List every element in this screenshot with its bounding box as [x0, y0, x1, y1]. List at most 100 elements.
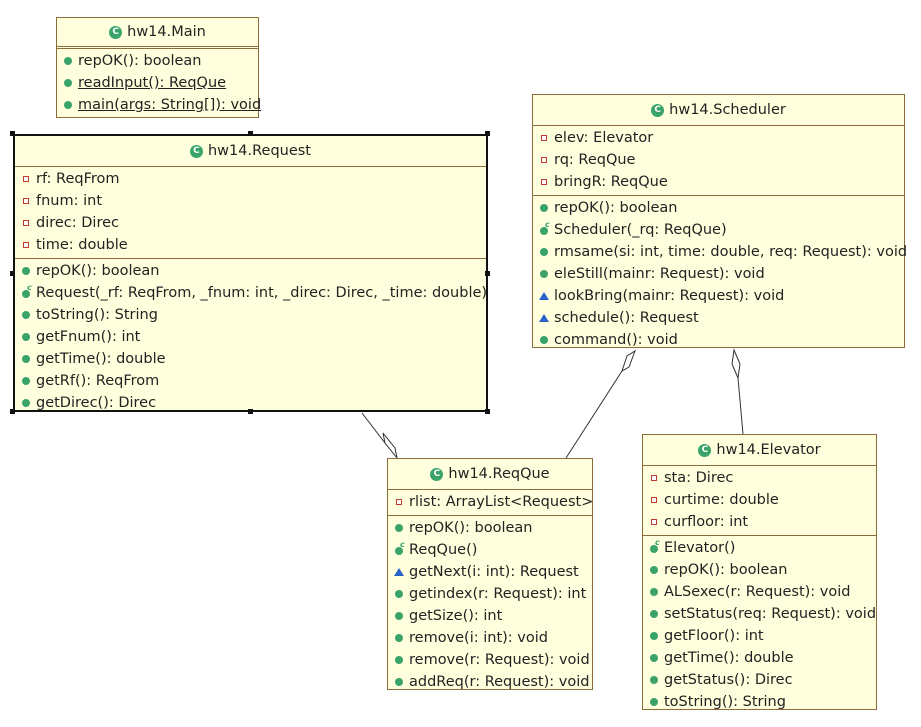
- class-header: C hw14.ReqQue: [388, 459, 592, 490]
- operation-row: getTime(): double: [15, 348, 486, 370]
- class-header: C hw14.Request: [15, 136, 486, 167]
- private-icon: [539, 177, 549, 187]
- selection-handle[interactable]: [248, 131, 253, 136]
- attribute-row: rq: ReqQue: [533, 149, 904, 171]
- operation-row: getRf(): ReqFrom: [15, 370, 486, 392]
- operation-row: schedule(): Request: [533, 307, 904, 329]
- operation-row: repOK(): boolean: [57, 50, 258, 72]
- private-icon: [539, 133, 549, 143]
- public-icon: [649, 631, 659, 641]
- operations: repOK(): boolean Request(_rf: ReqFrom, _…: [15, 259, 487, 416]
- private-icon: [539, 155, 549, 165]
- public-icon: [394, 523, 404, 533]
- class-icon: C: [109, 25, 123, 39]
- selection-handle[interactable]: [248, 409, 253, 414]
- attribute-row: elev: Elevator: [533, 127, 904, 149]
- public-icon: [394, 633, 404, 643]
- class-header: C hw14.Scheduler: [533, 95, 904, 126]
- operation-row: getDirec(): Direc: [15, 392, 486, 414]
- class-name: hw14.Elevator: [716, 442, 821, 458]
- aggregation-diamond: [731, 348, 741, 380]
- public-icon: [394, 677, 404, 687]
- private-icon: [21, 174, 31, 184]
- constructor-icon: [649, 538, 660, 553]
- selection-handle[interactable]: [10, 131, 15, 136]
- public-icon: [649, 565, 659, 575]
- class-scheduler[interactable]: C hw14.Scheduler elev: Elevator rq: ReqQ…: [532, 94, 907, 348]
- attribute-row: bringR: ReqQue: [533, 171, 904, 193]
- operation-row: ReqQue(): [388, 539, 592, 561]
- public-icon: [539, 335, 549, 345]
- operation-row: getFloor(): int: [643, 625, 876, 647]
- selection-handle[interactable]: [485, 409, 490, 414]
- package-icon: [394, 567, 404, 577]
- public-icon: [63, 56, 73, 66]
- private-icon: [649, 495, 659, 505]
- attribute-row: fnum: int: [15, 190, 486, 212]
- private-icon: [394, 497, 404, 507]
- attribute-row: curfloor: int: [643, 511, 876, 533]
- class-request[interactable]: C hw14.Request rf: ReqFrom fnum: int dir…: [13, 134, 488, 412]
- operation-row: Request(_rf: ReqFrom, _fnum: int, _direc…: [15, 282, 487, 304]
- class-reqque[interactable]: C hw14.ReqQue rlist: ArrayList<Request> …: [387, 458, 593, 690]
- attribute-row: rlist: ArrayList<Request>: [388, 491, 593, 513]
- operation-row: lookBring(mainr: Request): void: [533, 285, 904, 307]
- class-header: C hw14.Main: [57, 18, 258, 49]
- attribute-row: direc: Direc: [15, 212, 486, 234]
- aggregation-diamond: [382, 432, 398, 459]
- public-icon: [539, 269, 549, 279]
- selection-handle[interactable]: [10, 271, 15, 276]
- operation-row: addReq(r: Request): void: [388, 671, 592, 693]
- class-name: hw14.Main: [127, 24, 206, 40]
- public-icon: [649, 653, 659, 663]
- selection-handle[interactable]: [485, 271, 490, 276]
- class-name: hw14.ReqQue: [448, 466, 550, 482]
- operation-row: command(): void: [533, 329, 904, 351]
- operation-row: getSize(): int: [388, 605, 592, 627]
- operations: Elevator() repOK(): boolean ALSexec(r: R…: [643, 536, 876, 715]
- public-icon: [21, 332, 31, 342]
- class-icon: C: [698, 443, 712, 457]
- private-icon: [21, 196, 31, 206]
- selection-handle[interactable]: [10, 409, 15, 414]
- operation-row: repOK(): boolean: [533, 197, 904, 219]
- operation-row: readInput(): ReqQue: [57, 72, 258, 94]
- attribute-row: time: double: [15, 234, 486, 256]
- attributes: rf: ReqFrom fnum: int direc: Direc time:…: [15, 167, 486, 259]
- public-icon: [539, 203, 549, 213]
- public-icon: [21, 376, 31, 386]
- class-main[interactable]: C hw14.Main repOK(): boolean readInput()…: [56, 17, 261, 118]
- operation-row: repOK(): boolean: [643, 559, 876, 581]
- attributes: rlist: ArrayList<Request>: [388, 490, 593, 516]
- operations: repOK(): boolean Scheduler(_rq: ReqQue) …: [533, 196, 907, 353]
- public-icon: [21, 310, 31, 320]
- operation-row: getNext(i: int): Request: [388, 561, 592, 583]
- operation-row: Elevator(): [643, 537, 876, 559]
- class-header: C hw14.Elevator: [643, 435, 876, 466]
- public-icon: [394, 611, 404, 621]
- operation-row: setStatus(req: Request): void: [643, 603, 876, 625]
- public-icon: [649, 609, 659, 619]
- attributes: elev: Elevator rq: ReqQue bringR: ReqQue: [533, 126, 904, 196]
- constructor-icon: [539, 220, 550, 235]
- class-elevator[interactable]: C hw14.Elevator sta: Direc curtime: doub…: [642, 434, 877, 710]
- public-icon: [394, 589, 404, 599]
- private-icon: [649, 473, 659, 483]
- constructor-icon: [21, 283, 32, 298]
- attribute-row: rf: ReqFrom: [15, 168, 486, 190]
- operation-row: repOK(): boolean: [15, 260, 486, 282]
- public-icon: [63, 100, 73, 110]
- class-name: hw14.Scheduler: [669, 102, 786, 118]
- aggregation-diamond: [621, 349, 636, 373]
- operation-row: remove(i: int): void: [388, 627, 592, 649]
- selection-handle[interactable]: [485, 131, 490, 136]
- public-icon: [649, 675, 659, 685]
- public-icon: [649, 587, 659, 597]
- operation-row: getindex(r: Request): int: [388, 583, 592, 605]
- private-icon: [649, 517, 659, 527]
- operation-row: repOK(): boolean: [388, 517, 592, 539]
- attributes: sta: Direc curtime: double curfloor: int: [643, 466, 876, 536]
- operations: repOK(): boolean readInput(): ReqQue mai…: [57, 49, 261, 118]
- class-icon: C: [189, 144, 203, 158]
